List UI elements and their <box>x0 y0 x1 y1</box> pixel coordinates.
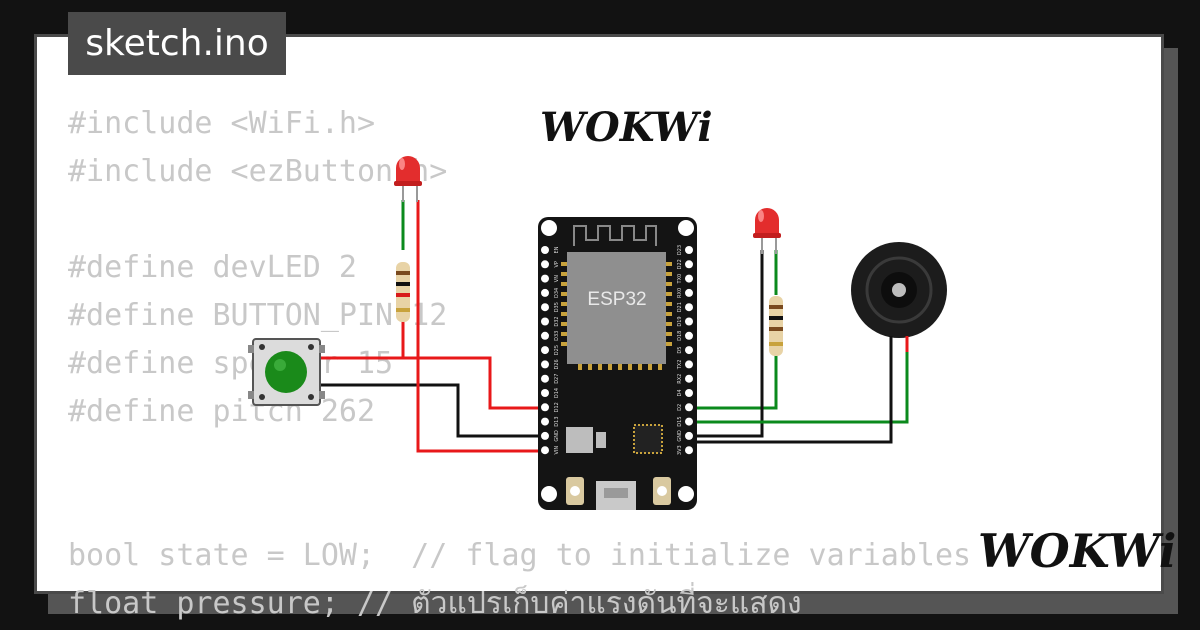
pin-label: D4 <box>677 389 683 396</box>
file-tab[interactable]: sketch.ino <box>68 12 286 75</box>
pin-label: D13 <box>554 416 560 426</box>
pin-label: D18 <box>677 331 683 341</box>
pin-label: GND <box>554 430 560 442</box>
pin-label: GND <box>677 430 683 442</box>
pin-label: D34 <box>554 288 560 298</box>
code-line: #include <WiFi.h> <box>68 106 376 141</box>
pin-hole[interactable] <box>685 446 693 455</box>
pin-label: D23 <box>677 245 683 255</box>
pin-label: TX0 <box>677 274 683 285</box>
pin-label: VIN <box>554 446 560 455</box>
pin-hole[interactable] <box>541 360 549 369</box>
push-button[interactable] <box>248 338 325 406</box>
wires <box>320 200 909 453</box>
pin-hole[interactable] <box>685 288 693 297</box>
pin-label: RX2 <box>677 374 683 384</box>
pin-hole[interactable] <box>541 417 549 426</box>
pin-hole[interactable] <box>541 346 549 355</box>
pin-hole[interactable] <box>685 346 693 355</box>
pin-hole[interactable] <box>685 260 693 269</box>
pin-hole[interactable] <box>685 374 693 383</box>
pin-hole[interactable] <box>541 246 549 254</box>
wire-d15-to-buzzer <box>688 340 909 424</box>
pin-label: D27 <box>554 374 560 384</box>
esp32-board[interactable]: ESP32 ENVPVND34D35D32D33D25D26D27D14D12D… <box>538 217 697 510</box>
wire-gnd-to-led2 <box>688 250 764 438</box>
voltage-regulator <box>566 427 593 453</box>
pin-label: D22 <box>677 259 683 269</box>
pin-hole[interactable] <box>685 403 693 412</box>
pin-hole[interactable] <box>685 417 693 426</box>
pin-label: 3V3 <box>677 445 683 455</box>
code-line: float pressure; // ตัวแปรเก็บค่าแรงดันที… <box>68 586 802 621</box>
pin-hole[interactable] <box>685 331 693 340</box>
pin-label: VN <box>554 275 560 282</box>
pin-label: D26 <box>554 359 560 369</box>
pin-hole[interactable] <box>541 389 549 397</box>
pin-hole[interactable] <box>685 246 693 254</box>
pin-label: D19 <box>677 316 683 326</box>
code-line: bool state = LOW; // flag to initialize … <box>68 538 972 573</box>
pin-hole[interactable] <box>685 389 693 397</box>
code-line: #define devLED 2 <box>68 250 357 285</box>
resistor-2 <box>769 296 783 356</box>
pin-label: VP <box>554 261 560 267</box>
wokwi-logo-bottom: WOKWi <box>978 524 1176 578</box>
wire-buzzer-to-gnd <box>688 340 893 444</box>
pin-hole[interactable] <box>685 431 693 440</box>
pin-label: D14 <box>554 388 560 398</box>
pin-label: D12 <box>554 402 560 412</box>
pin-label: D25 <box>554 345 560 355</box>
chip-label: ESP32 <box>587 289 646 310</box>
pin-hole[interactable] <box>685 360 693 369</box>
buzzer[interactable] <box>851 242 947 352</box>
esp32-chip <box>567 252 666 364</box>
pin-hole[interactable] <box>541 331 549 340</box>
pin-hole[interactable] <box>541 403 549 412</box>
wokwi-logo-top: WOKWi <box>540 104 713 151</box>
pin-label: D32 <box>554 316 560 326</box>
code-line: #define BUTTON_PIN 12 <box>68 298 448 333</box>
pin-label: TX2 <box>677 360 683 371</box>
wire-button-to-gnd <box>320 383 548 438</box>
pin-hole[interactable] <box>541 274 549 283</box>
pin-hole[interactable] <box>685 303 693 312</box>
usb-serial-chip <box>633 424 663 454</box>
wire-led1-to-vin <box>416 200 548 453</box>
pin-label: D21 <box>677 302 683 312</box>
pin-label: D15 <box>677 416 683 426</box>
pin-label: D33 <box>554 331 560 341</box>
wire-button-to-d12 <box>320 356 548 410</box>
pin-label: D35 <box>554 302 560 312</box>
pin-hole[interactable] <box>541 303 549 312</box>
pin-hole[interactable] <box>541 288 549 297</box>
led-red-2[interactable] <box>753 208 781 254</box>
pin-hole[interactable] <box>541 317 549 326</box>
pin-hole[interactable] <box>541 374 549 383</box>
pin-hole[interactable] <box>685 274 693 283</box>
pin-hole[interactable] <box>541 431 549 440</box>
pin-label: D5 <box>677 347 683 354</box>
resistor-1 <box>396 262 410 322</box>
pin-hole[interactable] <box>685 317 693 326</box>
pin-hole[interactable] <box>541 446 549 455</box>
pin-label: RX0 <box>677 288 683 298</box>
wire-d2-to-resistor2 <box>688 350 778 410</box>
led-red-1[interactable] <box>394 156 422 202</box>
pin-hole[interactable] <box>541 260 549 269</box>
pin-label: D2 <box>677 404 683 411</box>
pin-label: EN <box>554 246 560 253</box>
